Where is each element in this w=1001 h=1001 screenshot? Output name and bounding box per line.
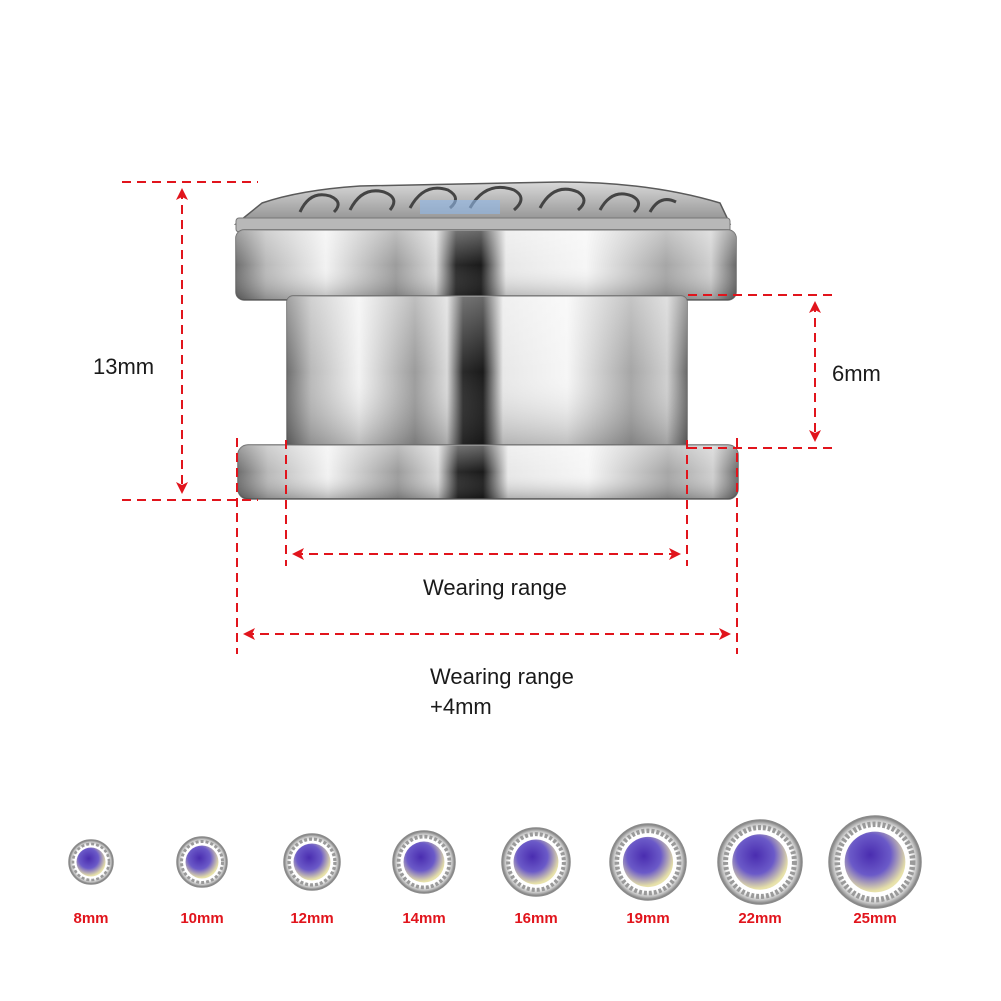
size-thumbnail-gem bbox=[76, 847, 106, 877]
size-option-8mm: 8mm bbox=[68, 839, 114, 927]
size-option-10mm: 10mm bbox=[176, 836, 228, 927]
size-label: 10mm bbox=[180, 910, 223, 927]
size-thumbnail-gem bbox=[185, 845, 219, 879]
size-thumbnail-filigree bbox=[614, 828, 682, 896]
size-option-25mm: 25mm bbox=[828, 815, 922, 927]
wearing-range-label: Wearing range bbox=[423, 575, 567, 600]
dimension-lines bbox=[122, 181, 832, 654]
size-thumbnail-filigree bbox=[287, 837, 337, 887]
size-label: 12mm bbox=[290, 910, 333, 927]
size-label: 19mm bbox=[626, 910, 669, 927]
size-thumbnail-filigree bbox=[180, 840, 224, 884]
size-thumbnail-filigree bbox=[71, 842, 111, 882]
groove-label: 6mm bbox=[832, 361, 881, 386]
tunnel-plug-product-image bbox=[233, 181, 739, 500]
size-thumbnail-filigree bbox=[506, 832, 566, 892]
size-label: 25mm bbox=[853, 910, 896, 927]
size-thumbnail-filigree bbox=[396, 834, 452, 890]
size-thumbnail-gem bbox=[844, 831, 906, 893]
size-option-22mm: 22mm bbox=[717, 819, 803, 927]
size-thumbnail-gem bbox=[732, 834, 788, 890]
size-options-row: 8mm 10mm 12mm 14mm 16mm 19mm 22mm 25mm bbox=[68, 815, 922, 927]
size-thumbnail-filigree bbox=[834, 821, 916, 903]
size-option-16mm: 16mm bbox=[501, 827, 571, 927]
size-option-12mm: 12mm bbox=[283, 833, 341, 927]
size-thumbnail-gem bbox=[622, 836, 674, 888]
size-option-14mm: 14mm bbox=[392, 830, 456, 927]
size-thumbnail-filigree bbox=[723, 825, 797, 899]
size-label: 8mm bbox=[73, 910, 108, 927]
size-thumbnail-gem bbox=[403, 841, 445, 883]
size-label: 14mm bbox=[402, 910, 445, 927]
size-thumbnail-gem bbox=[513, 839, 559, 885]
wearing-range-plus-label-line2: +4mm bbox=[430, 694, 492, 719]
size-option-19mm: 19mm bbox=[609, 823, 687, 927]
size-thumbnail-gem bbox=[293, 843, 331, 881]
size-label: 22mm bbox=[738, 910, 781, 927]
height-label: 13mm bbox=[93, 354, 154, 379]
wearing-range-plus-label-line1: Wearing range bbox=[430, 664, 574, 689]
size-label: 16mm bbox=[514, 910, 557, 927]
